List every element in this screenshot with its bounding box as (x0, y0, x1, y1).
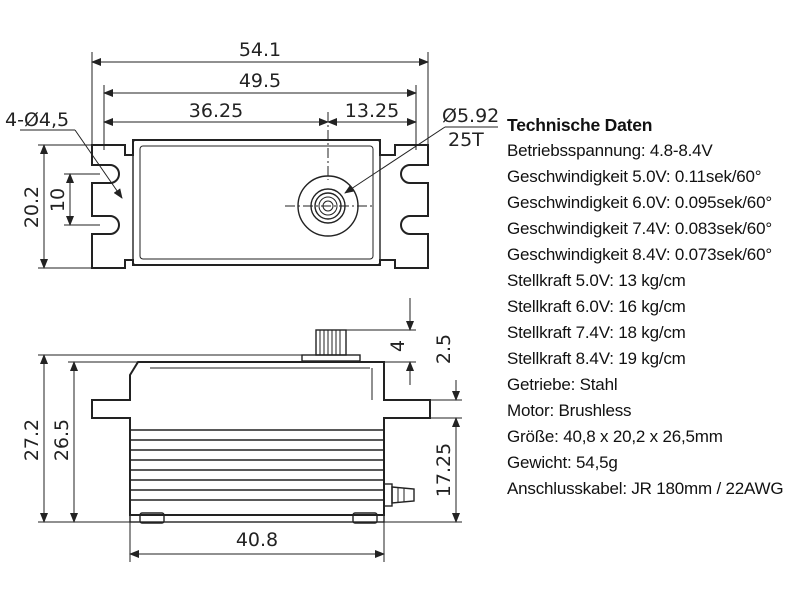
spec-cable: Anschlusskabel: JR 180mm / 22AWG (507, 479, 784, 498)
dim-20-2: 20.2 (21, 186, 43, 228)
dim-17-25: 17.25 (433, 443, 455, 497)
specs-title: Technische Daten (507, 115, 653, 135)
spec-speed-8-4v: Geschwindigkeit 8.4V: 0.073sek/60° (507, 245, 772, 264)
dim-13-25: 13.25 (345, 100, 399, 122)
dim-4: 4 (387, 340, 409, 352)
spec-torque-5v: Stellkraft 5.0V: 13 kg/cm (507, 271, 686, 290)
specs-list: Betriebsspannung: 4.8-8.4V Geschwindigke… (507, 138, 797, 502)
dim-spline-diameter: Ø5.92 (442, 105, 499, 127)
dim-49-5: 49.5 (239, 70, 281, 92)
top-view (91, 112, 429, 269)
dim-26-5: 26.5 (51, 419, 73, 461)
spec-size: Größe: 40,8 x 20,2 x 26,5mm (507, 427, 723, 446)
spec-torque-7-4v: Stellkraft 7.4V: 18 kg/cm (507, 323, 686, 342)
spec-motor: Motor: Brushless (507, 401, 632, 420)
dim-holes: 4-Ø4,5 (5, 109, 69, 131)
spec-torque-8-4v: Stellkraft 8.4V: 19 kg/cm (507, 349, 686, 368)
dim-27-2: 27.2 (21, 419, 43, 461)
top-view-labels: 54.1 49.5 36.25 13.25 4-Ø4,5 Ø5.92 25T 2… (5, 39, 499, 228)
spec-speed-7-4v: Geschwindigkeit 7.4V: 0.083sek/60° (507, 219, 772, 238)
side-view-labels: 27.2 26.5 4 2.5 17.25 40.8 (21, 334, 455, 551)
dim-40-8: 40.8 (236, 529, 278, 551)
dim-10: 10 (47, 188, 69, 212)
dim-36-25: 36.25 (189, 100, 243, 122)
spec-torque-6v: Stellkraft 6.0V: 16 kg/cm (507, 297, 686, 316)
dim-2-5: 2.5 (433, 334, 455, 364)
top-view-dimensions (20, 52, 498, 269)
dim-spline-teeth: 25T (448, 129, 484, 151)
spec-speed-5v: Geschwindigkeit 5.0V: 0.11sek/60° (507, 167, 762, 186)
spec-weight: Gewicht: 54,5g (507, 453, 618, 472)
side-view (91, 329, 431, 524)
spec-speed-6v: Geschwindigkeit 6.0V: 0.095sek/60° (507, 193, 772, 212)
side-view-dimensions (38, 298, 462, 562)
spec-operating-voltage: Betriebsspannung: 4.8-8.4V (507, 141, 713, 160)
spec-gears: Getriebe: Stahl (507, 375, 618, 394)
technical-data-panel: Technische Daten Betriebsspannung: 4.8-8… (507, 112, 797, 502)
dim-54-1: 54.1 (239, 39, 281, 61)
